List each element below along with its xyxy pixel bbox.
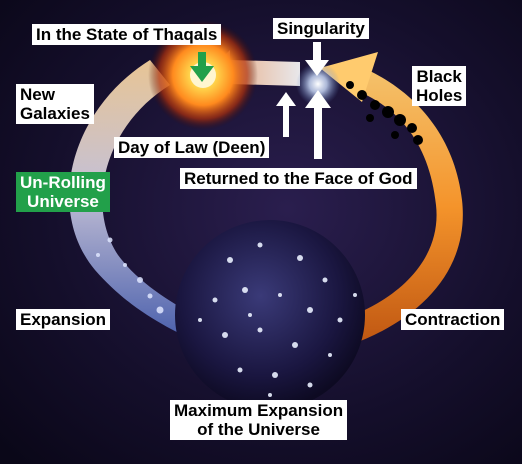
label-new-galaxies: New Galaxies <box>16 84 94 124</box>
contraction-band <box>340 70 463 345</box>
maximum-expansion-sphere <box>175 220 365 410</box>
label-black-holes: Black Holes <box>412 66 467 106</box>
label-new-galaxies-line-1: New <box>20 85 55 104</box>
deen-arrow <box>276 92 296 137</box>
black-holes-cluster <box>346 81 423 145</box>
label-singularity: Singularity <box>273 18 369 39</box>
singularity-glow <box>296 62 340 106</box>
label-maximum-expansion-line-1: Maximum Expansion <box>174 401 344 420</box>
singularity-arrow <box>305 42 329 76</box>
expansion-band <box>69 60 212 345</box>
label-black-holes-line-2: Holes <box>416 86 463 105</box>
label-state-of-thaqals: In the State of Thaqals <box>32 24 222 45</box>
label-unrolling-universe-line-2: Universe <box>27 192 99 211</box>
label-day-of-law: Day of Law (Deen) <box>114 137 270 158</box>
label-contraction: Contraction <box>401 309 505 330</box>
contraction-arrowhead <box>320 52 378 102</box>
label-maximum-expansion: Maximum Expansion of the Universe <box>170 400 348 440</box>
label-unrolling-universe-line-1: Un-Rolling <box>20 173 106 192</box>
thaqals-arrow <box>190 52 214 82</box>
label-maximum-expansion-line-2: of the Universe <box>197 420 320 439</box>
label-new-galaxies-line-2: Galaxies <box>20 104 90 123</box>
god-arrow <box>305 90 331 159</box>
label-returned-to-god: Returned to the Face of God <box>180 168 417 189</box>
label-black-holes-line-1: Black <box>416 67 462 86</box>
label-expansion: Expansion <box>16 309 110 330</box>
label-unrolling-universe: Un-Rolling Universe <box>16 172 110 212</box>
sphere-galaxies <box>198 242 357 397</box>
